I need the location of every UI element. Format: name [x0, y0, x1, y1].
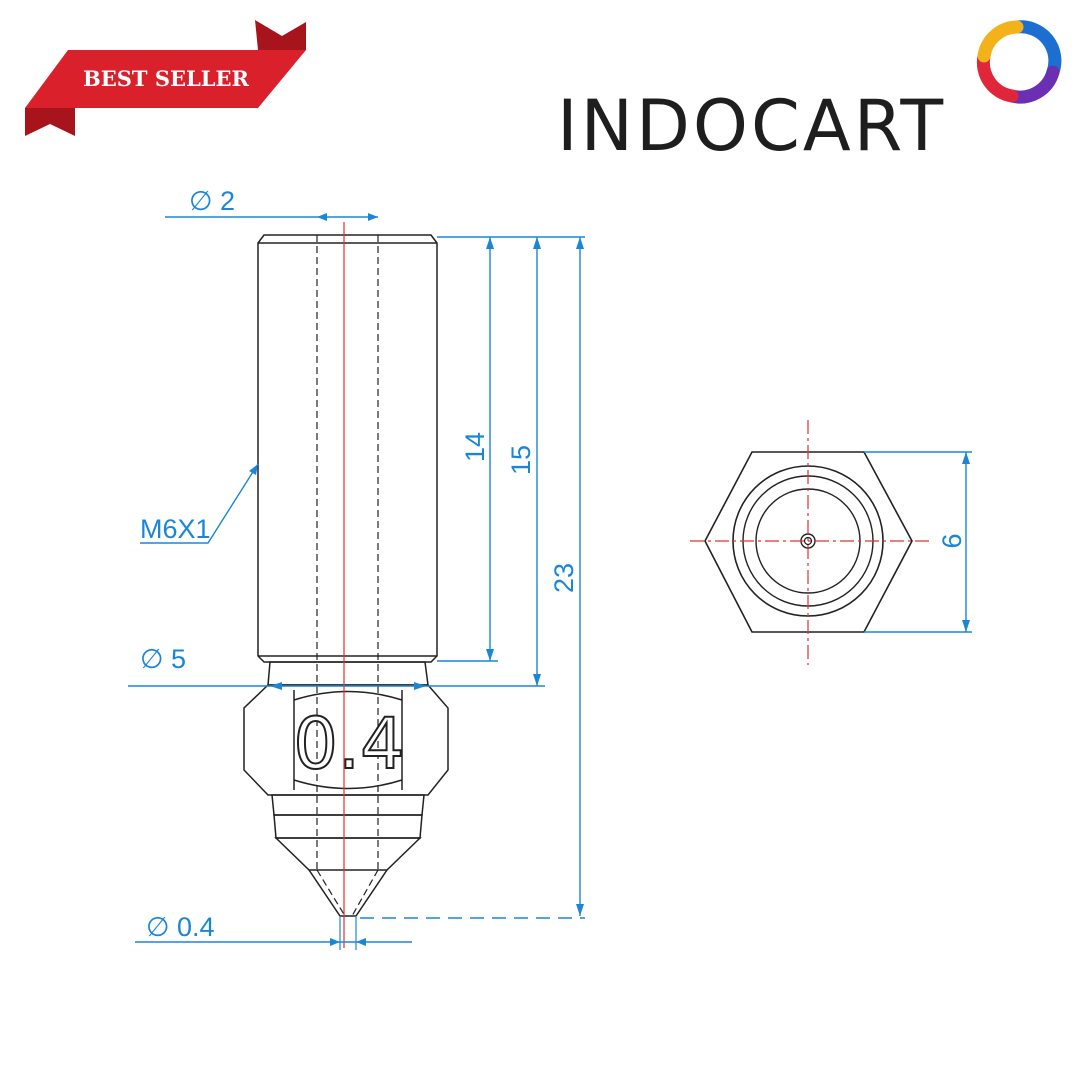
brand-ring-icon — [976, 20, 1062, 104]
dim-hex-label: 6 — [937, 533, 967, 548]
dim-shoulder-label: ∅ 5 — [140, 644, 186, 674]
best-seller-badge: BEST SELLER — [25, 20, 306, 136]
dim-14-label: 14 — [460, 432, 490, 462]
collar-upper — [271, 794, 425, 816]
thread-body — [257, 234, 438, 663]
hex-dimension — [864, 451, 972, 633]
thread-leader — [140, 463, 259, 544]
nozzle-size-engraving: 0.4 — [293, 703, 404, 785]
nozzle-side-view — [243, 234, 449, 917]
collar-lower — [273, 814, 423, 839]
dimension-lines — [128, 213, 585, 950]
dim-bore-label: ∅ 2 — [189, 186, 235, 216]
nozzle-top-view — [690, 420, 930, 665]
brand-logo: INDOCART — [557, 20, 1062, 167]
cone-tip — [274, 837, 422, 917]
dim-tip-label: ∅ 0.4 — [146, 912, 215, 942]
internal-bore — [316, 235, 379, 917]
dim-thread-label: M6X1 — [140, 514, 211, 544]
hex-arc-top — [293, 690, 403, 701]
hex-arc-bottom — [293, 779, 403, 790]
dim-23-label: 23 — [549, 563, 579, 593]
shoulder — [267, 661, 429, 686]
badge-label: BEST SELLER — [83, 66, 250, 91]
dim-15-label: 15 — [506, 445, 536, 475]
orifice-inner — [803, 536, 813, 546]
brand-name: INDOCART — [557, 85, 946, 167]
hex-head — [243, 684, 449, 796]
